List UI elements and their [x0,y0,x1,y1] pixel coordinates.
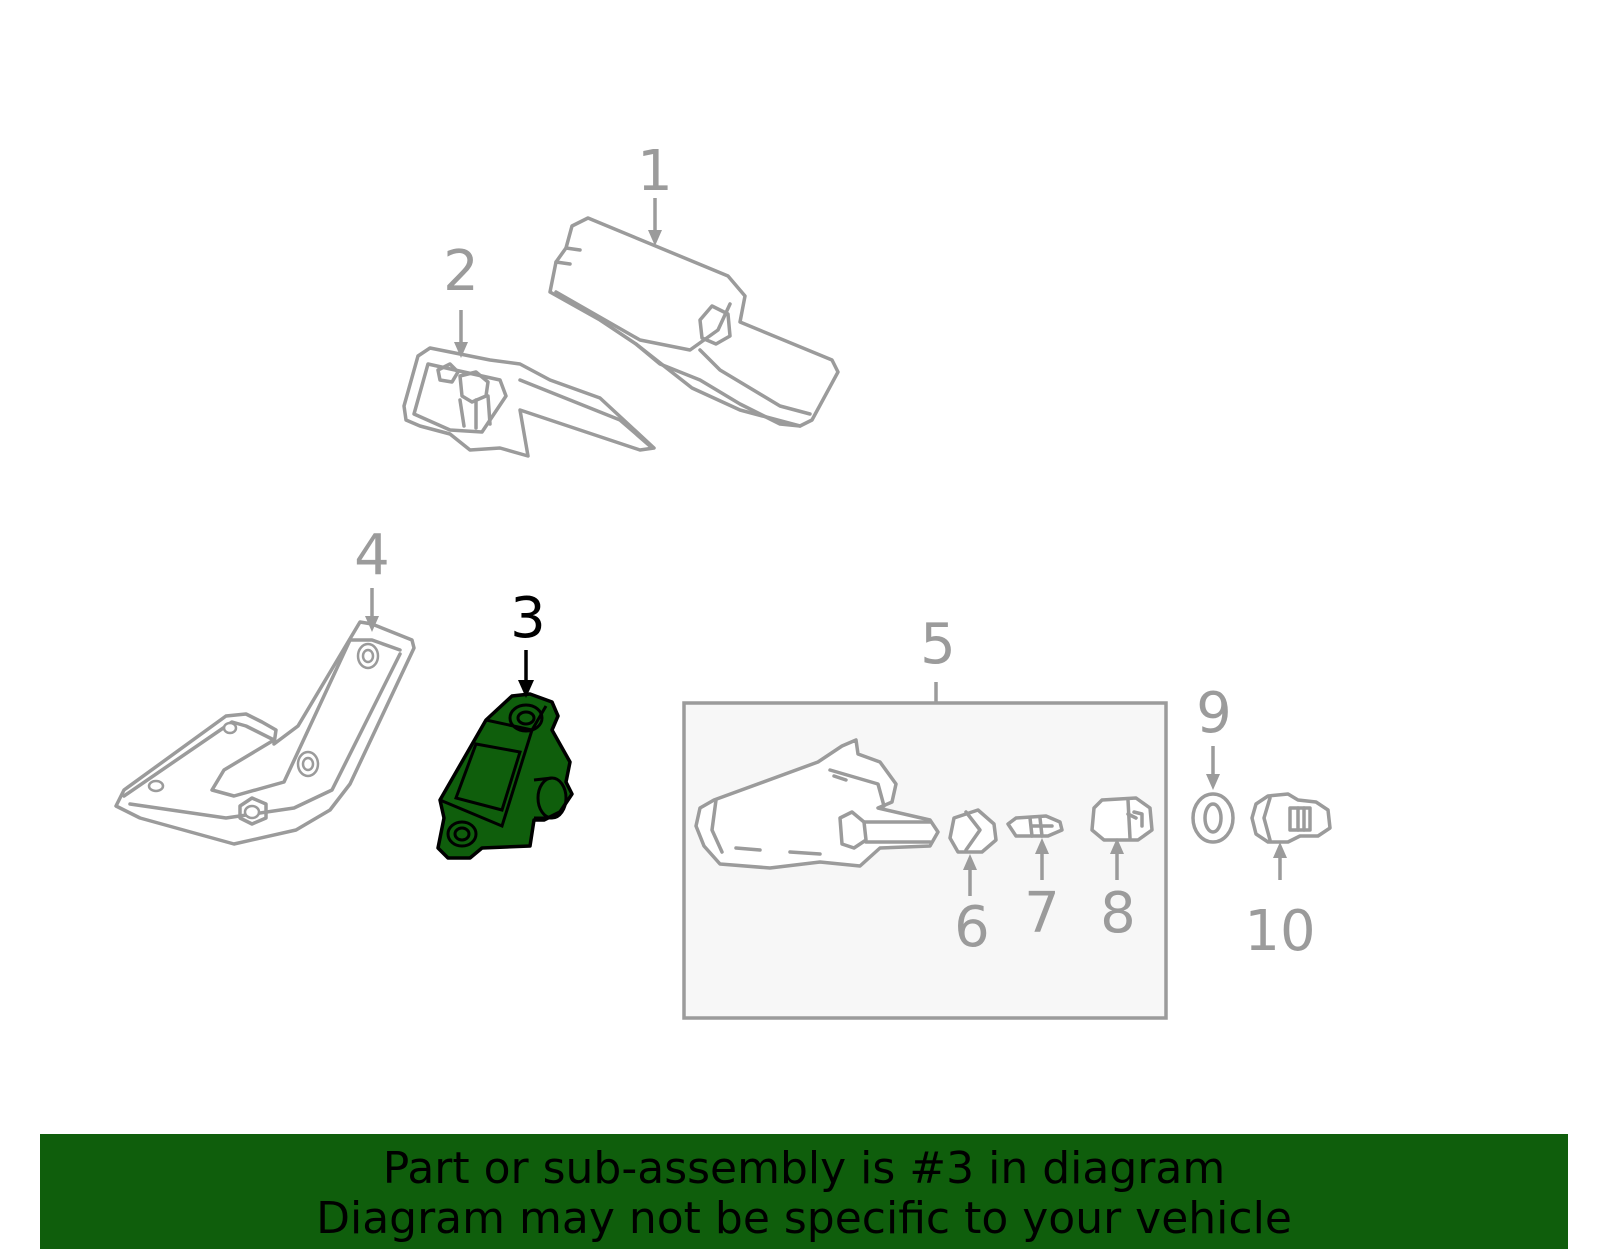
leader-6 [963,854,977,896]
banner-line-2: Diagram may not be specific to your vehi… [316,1193,1292,1244]
info-banner: Part or sub-assembly is #3 in diagram Di… [40,1134,1568,1249]
callout-5[interactable]: 5 [920,612,956,677]
leader-8 [1110,838,1124,880]
callout-8[interactable]: 8 [1100,881,1136,946]
part-9-washer[interactable] [1191,792,1235,844]
part-10-grommet[interactable] [1250,792,1332,844]
leader-3 [518,650,534,698]
part-3-sensor-highlighted[interactable] [436,692,574,860]
banner-line-1: Part or sub-assembly is #3 in diagram [382,1143,1226,1194]
callout-7[interactable]: 7 [1024,881,1060,946]
callout-4[interactable]: 4 [354,523,390,588]
part-1-module-housing[interactable] [548,216,840,428]
leader-9 [1206,746,1220,790]
leader-7 [1035,838,1049,880]
callout-10[interactable]: 10 [1244,899,1315,964]
part-2-bracket[interactable] [402,346,656,458]
leader-1 [648,198,662,246]
callout-1[interactable]: 1 [637,139,673,204]
leader-10 [1273,842,1287,880]
callout-9[interactable]: 9 [1196,681,1232,746]
part-4-mounting-bracket[interactable] [114,620,416,846]
part-5-kit-box[interactable] [682,701,1168,1020]
leader-2 [454,310,468,358]
leader-4 [365,588,379,632]
callout-6[interactable]: 6 [954,895,990,960]
callout-2[interactable]: 2 [443,239,479,304]
callout-3[interactable]: 3 [510,586,546,651]
